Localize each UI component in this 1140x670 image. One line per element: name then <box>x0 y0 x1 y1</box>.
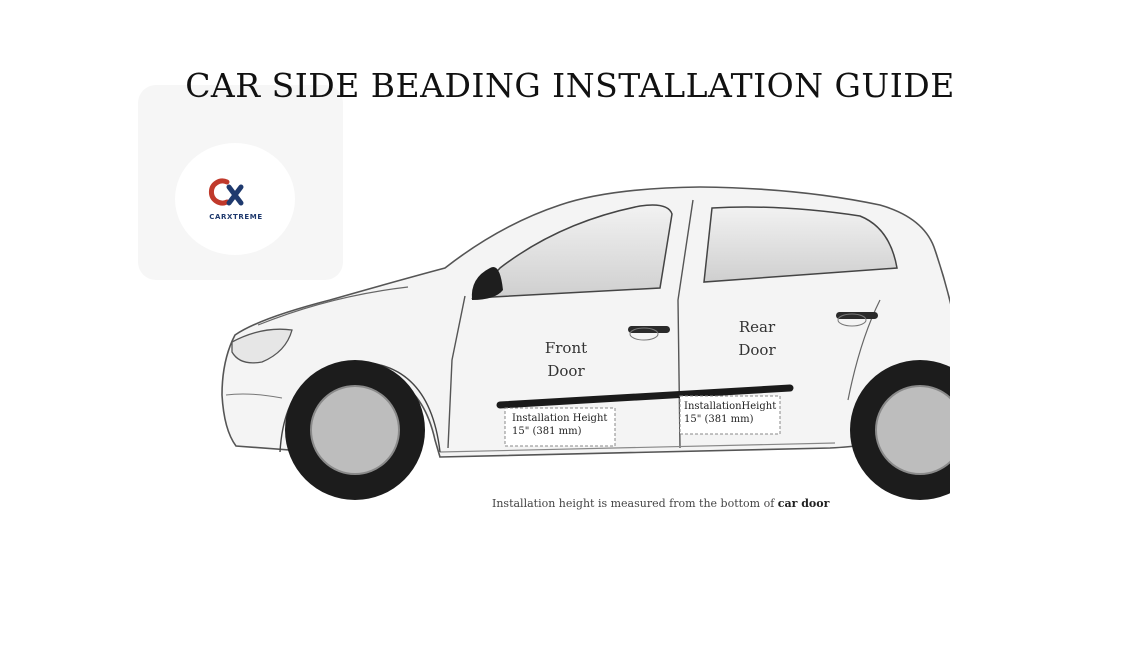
front-window <box>471 204 673 299</box>
rear-height-line2: 15" (381 mm) <box>684 414 754 425</box>
rear-wheel <box>850 360 950 500</box>
rear-door-label-line1: Rear <box>738 318 776 336</box>
door-divider <box>677 199 694 449</box>
headlight <box>231 328 293 364</box>
front-door-handle <box>628 326 670 333</box>
front-door-label-line2: Door <box>547 362 585 380</box>
rear-door-label-line2: Door <box>738 341 776 359</box>
front-door-label: Front Door <box>531 337 601 383</box>
front-height-box <box>504 407 616 447</box>
side-beading-strip <box>496 384 794 409</box>
rear-height-box <box>679 395 781 435</box>
front-wheel <box>285 360 425 500</box>
mirror <box>471 266 503 300</box>
rear-height-label: InstallationHeight 15" (381 mm) <box>684 400 776 426</box>
front-door-label-line1: Front <box>544 339 588 357</box>
page-title: CAR SIDE BEADING INSTALLATION GUIDE <box>185 66 955 105</box>
rear-height-line1: InstallationHeight <box>684 401 777 412</box>
footnote-text: Installation height is measured from the… <box>492 497 775 510</box>
front-height-line1: Installation Height <box>512 413 608 424</box>
front-height-line2: 15" (381 mm) <box>512 426 582 437</box>
carxtreme-logo-icon <box>208 178 244 206</box>
logo-brand-text: CARXTREME <box>209 213 263 221</box>
footnote: Installation height is measured from the… <box>492 497 829 510</box>
front-height-label: Installation Height 15" (381 mm) <box>512 412 607 438</box>
rear-door-label: Rear Door <box>722 316 792 362</box>
rear-window <box>703 206 898 283</box>
front-door-outline <box>447 295 466 449</box>
rear-door-handle <box>836 312 878 319</box>
footnote-emphasis: car door <box>777 497 830 510</box>
